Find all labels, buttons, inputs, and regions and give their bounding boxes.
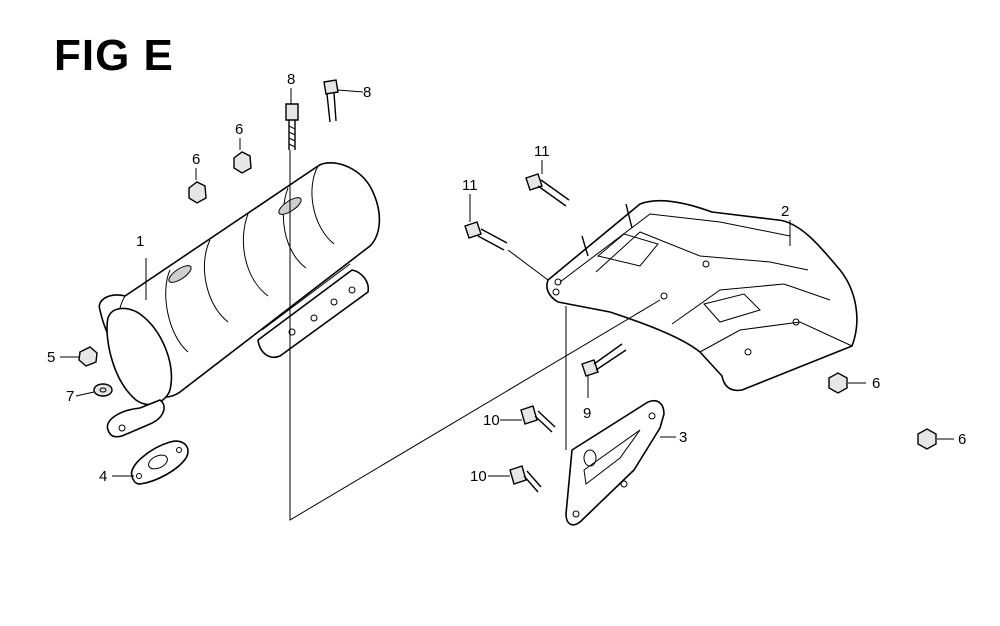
- callout-10-lower: 10: [470, 468, 487, 485]
- bolt-8-angled: [323, 79, 339, 123]
- assembly-lines: [60, 88, 954, 521]
- callout-7: 7: [66, 388, 74, 405]
- callout-2: 2: [781, 203, 789, 220]
- callout-1: 1: [136, 233, 144, 250]
- callout-3: 3: [679, 429, 687, 446]
- bolt-10-lower: [509, 465, 542, 493]
- exhaust-gasket: [130, 440, 189, 485]
- callout-10-upper: 10: [483, 412, 500, 429]
- mounting-plate: [565, 399, 665, 526]
- bolt-8-vertical: [285, 103, 299, 150]
- bolt-9: [581, 343, 627, 377]
- nut-5: [78, 346, 98, 367]
- callout-11-lower: 11: [462, 177, 478, 194]
- muffler-bracket: [546, 199, 858, 392]
- figure-title: FIG E: [54, 31, 174, 80]
- callout-9: 9: [583, 405, 591, 422]
- callout-4: 4: [99, 468, 107, 485]
- washer-7: [93, 383, 113, 397]
- callout-6-left-lower: 6: [192, 151, 200, 168]
- nut-6-right-lower: [917, 428, 937, 450]
- callout-8-angled: 8: [363, 84, 371, 101]
- callout-6-right-lower: 6: [958, 431, 966, 448]
- nut-6-right-upper: [828, 372, 848, 394]
- callout-6-right-upper: 6: [872, 375, 880, 392]
- muffler-protector: [98, 162, 381, 438]
- nut-6-left-upper: [233, 151, 252, 174]
- bolt-11-lower: [464, 221, 508, 251]
- callout-11-upper: 11: [534, 143, 550, 160]
- bolt-11-upper: [525, 173, 570, 207]
- callout-6-left-upper: 6: [235, 121, 243, 138]
- callout-5: 5: [47, 349, 55, 366]
- nut-6-left-lower: [188, 181, 207, 204]
- bolt-10-upper: [520, 405, 556, 433]
- callout-8-vertical: 8: [287, 71, 295, 88]
